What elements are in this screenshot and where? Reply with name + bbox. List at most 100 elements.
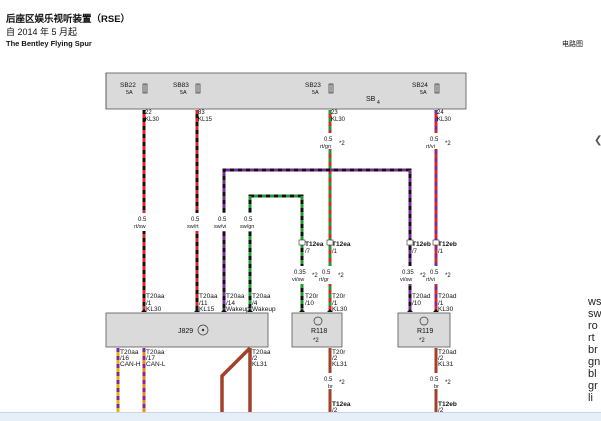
term-sb23: KL30: [331, 117, 346, 123]
pin-t12eb-1: /1: [438, 249, 444, 255]
pin-t12eb-2: /2: [438, 407, 444, 414]
conn-t12ea-bottom: T12ea: [332, 401, 351, 408]
module-j829[interactable]: [105, 312, 269, 348]
pin-r118-gnd: /2: [332, 355, 338, 362]
color-w4: sw/gn: [240, 224, 254, 230]
gauge-w2: 0.5: [191, 217, 200, 223]
label-gaps-bottom: [326, 373, 442, 389]
gauge-sb24: 0.5: [430, 137, 439, 143]
legend-item: bl: [588, 368, 597, 380]
pin-sb22: 22: [145, 110, 152, 116]
gauge-w6: 0.5: [322, 270, 331, 276]
term-sb83: KL15: [198, 117, 213, 123]
color-w6: rt/gr: [319, 277, 329, 283]
term-canh: CAN-H: [120, 361, 141, 368]
legend-item: rt: [588, 332, 595, 344]
module-j829-ground-icon: [197, 324, 209, 336]
conn-t12ea-a: T12ea: [305, 241, 324, 248]
conn-j829-gnd: T20aa: [252, 349, 271, 356]
conn-t12eb-b: T12eb: [438, 241, 457, 248]
bottom-toolbar[interactable]: [0, 412, 601, 421]
legend-item: gr: [588, 380, 598, 392]
legend-item: sw: [588, 308, 601, 320]
mult-w6: *2: [338, 273, 344, 279]
conn-j829-2: T20aa: [199, 293, 218, 300]
pin-r119-1: /10: [412, 300, 421, 307]
module-r118[interactable]: [291, 312, 343, 348]
mult-sb24: *2: [445, 141, 451, 147]
color-sb23: rt/gn: [320, 144, 331, 150]
term-sb22: KL30: [145, 117, 160, 123]
gauge-w5: 0.35: [294, 270, 306, 276]
module-r119[interactable]: [397, 312, 451, 348]
legend-item: ws: [588, 296, 601, 308]
pin-j829-2: /11: [199, 300, 208, 307]
conn-r119-1: T20ad: [412, 293, 431, 300]
module-r118-note: *2: [313, 338, 319, 344]
wire-kl31-brown-1: [220, 346, 252, 412]
mult-w7: *2: [420, 273, 426, 279]
term-r118-in: KL30: [332, 306, 348, 313]
conn-r119-gnd: T20ad: [438, 349, 457, 356]
gauge-w1: 0.5: [138, 217, 147, 223]
pin-sb83: 83: [198, 110, 205, 116]
pin-j829-gnd: /2: [252, 355, 258, 362]
pin-sb24: 24: [437, 110, 444, 116]
conn-j829-3: T20aa: [226, 293, 245, 300]
legend-item: ro: [588, 320, 598, 332]
gauge-w3: 0.5: [218, 217, 227, 223]
mult-w8: *2: [445, 273, 451, 279]
pin-r119-2: /1: [438, 300, 444, 307]
term-j829-2: KL15: [199, 306, 215, 313]
fuse-sb24-amp: 5A: [420, 90, 427, 96]
page-subtitle: 自 2014 年 5 月起: [6, 27, 78, 37]
legend-item: br: [588, 344, 598, 356]
conn-j829-can2: T20aa: [146, 349, 165, 356]
pin-j829-can2: /17: [146, 355, 155, 362]
color-w9: br: [328, 384, 333, 390]
module-r119-icon: [419, 316, 429, 326]
gauge-w7: 0.35: [402, 270, 414, 276]
conn-j829-can1: T20aa: [120, 349, 139, 356]
conn-j829-1: T20aa: [146, 293, 165, 300]
term-r119-in: KL30: [438, 306, 454, 313]
wire-wakeup-green-stripe: [248, 194, 304, 312]
page-title: 后座区娱乐视听装置（RSE）: [6, 14, 131, 25]
gauge-w10: 0.5: [430, 377, 439, 383]
pin-t12ea-7: /7: [305, 249, 311, 255]
document-type: 电路图: [562, 41, 583, 48]
mult-w10: *2: [445, 380, 451, 386]
gauge-sb23: 0.5: [324, 137, 333, 143]
module-j829-label: J829: [178, 328, 193, 335]
collapse-arrow-icon[interactable]: ❮: [594, 135, 601, 146]
term-j829-1: KL30: [146, 306, 162, 313]
gauge-w9: 0.5: [324, 377, 333, 383]
color-w7: vi/sw: [400, 277, 412, 283]
term-sb24: KL30: [437, 117, 452, 123]
fuse-sb24-label: SB24: [412, 82, 428, 89]
fuse-sb83-amp: 5A: [180, 90, 187, 96]
conn-r118-1: T20r: [305, 293, 319, 300]
conn-t12eb-bottom: T12eb: [438, 401, 457, 408]
pin-r118-2: /1: [332, 300, 338, 307]
wire-wakeup-violet-stripe: [222, 168, 412, 312]
module-r118-label: R118: [311, 328, 327, 335]
conn-t12ea-b: T12ea: [332, 241, 351, 248]
mult-w5: *2: [312, 273, 318, 279]
fuse-sb23-amp: 5A: [312, 90, 319, 96]
mult-w9: *2: [339, 380, 345, 386]
fuse-sb23-label: SB23: [305, 82, 321, 89]
pin-j829-1: /1: [146, 300, 152, 307]
term-j829-4: Wakeup: [252, 306, 276, 313]
pin-t12ea-1: /1: [332, 249, 338, 255]
module-r118-icon: [313, 316, 323, 326]
conn-j829-4: T20aa: [252, 293, 271, 300]
legend-item: li: [588, 392, 593, 404]
pin-j829-can1: /16: [120, 355, 129, 362]
color-sb24: rt/vi: [426, 144, 435, 150]
pin-ticks: [141, 309, 439, 312]
pin-j829-3: /14: [226, 300, 235, 307]
fuse-box-sub: 4: [377, 100, 380, 106]
conn-r119-2: T20ad: [438, 293, 457, 300]
